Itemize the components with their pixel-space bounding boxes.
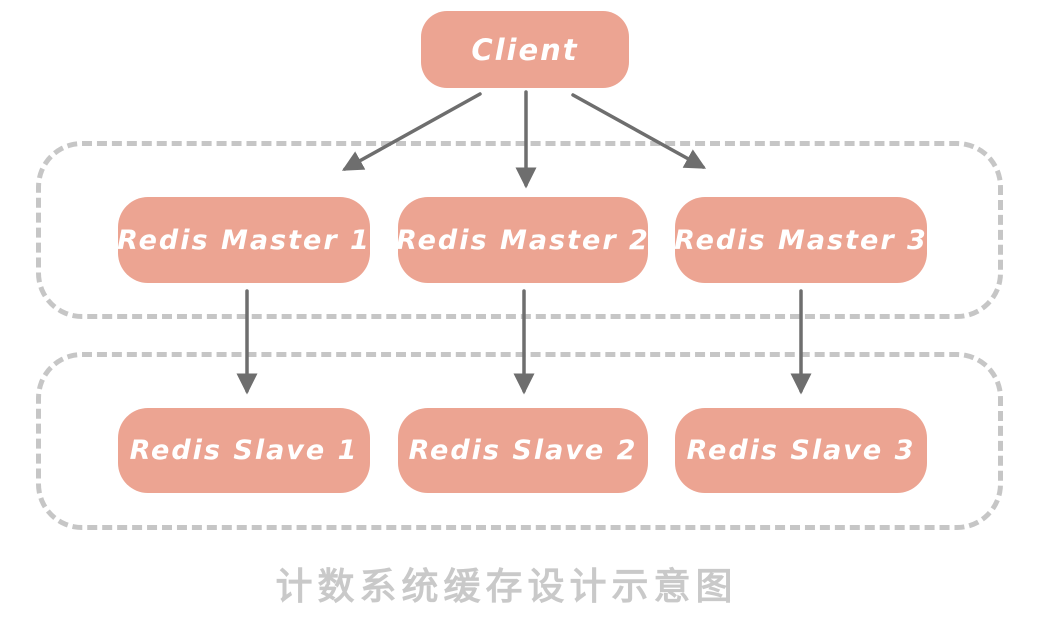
redis-master-1-label: Redis Master 1 (117, 224, 371, 256)
redis-slave-3-node: Redis Slave 3 (675, 408, 927, 493)
redis-slave-2-node: Redis Slave 2 (398, 408, 648, 493)
redis-master-2-label: Redis Master 2 (396, 224, 650, 256)
slaves-group-container (36, 352, 1003, 530)
diagram-caption: 计数系统缓存设计示意图 (275, 565, 738, 608)
client-node-label: Client (471, 32, 579, 67)
redis-slave-1-node: Redis Slave 1 (118, 408, 370, 493)
masters-group-container (36, 141, 1003, 319)
redis-master-1-node: Redis Master 1 (117, 197, 371, 283)
redis-slave-3-label: Redis Slave 3 (686, 435, 916, 466)
redis-slave-1-label: Redis Slave 1 (129, 435, 359, 466)
redis-master-3-node: Redis Master 3 (674, 197, 928, 283)
redis-master-3-label: Redis Master 3 (674, 224, 928, 256)
client-node: Client (421, 11, 629, 88)
redis-master-2-node: Redis Master 2 (396, 197, 650, 283)
redis-slave-2-label: Redis Slave 2 (408, 435, 638, 466)
